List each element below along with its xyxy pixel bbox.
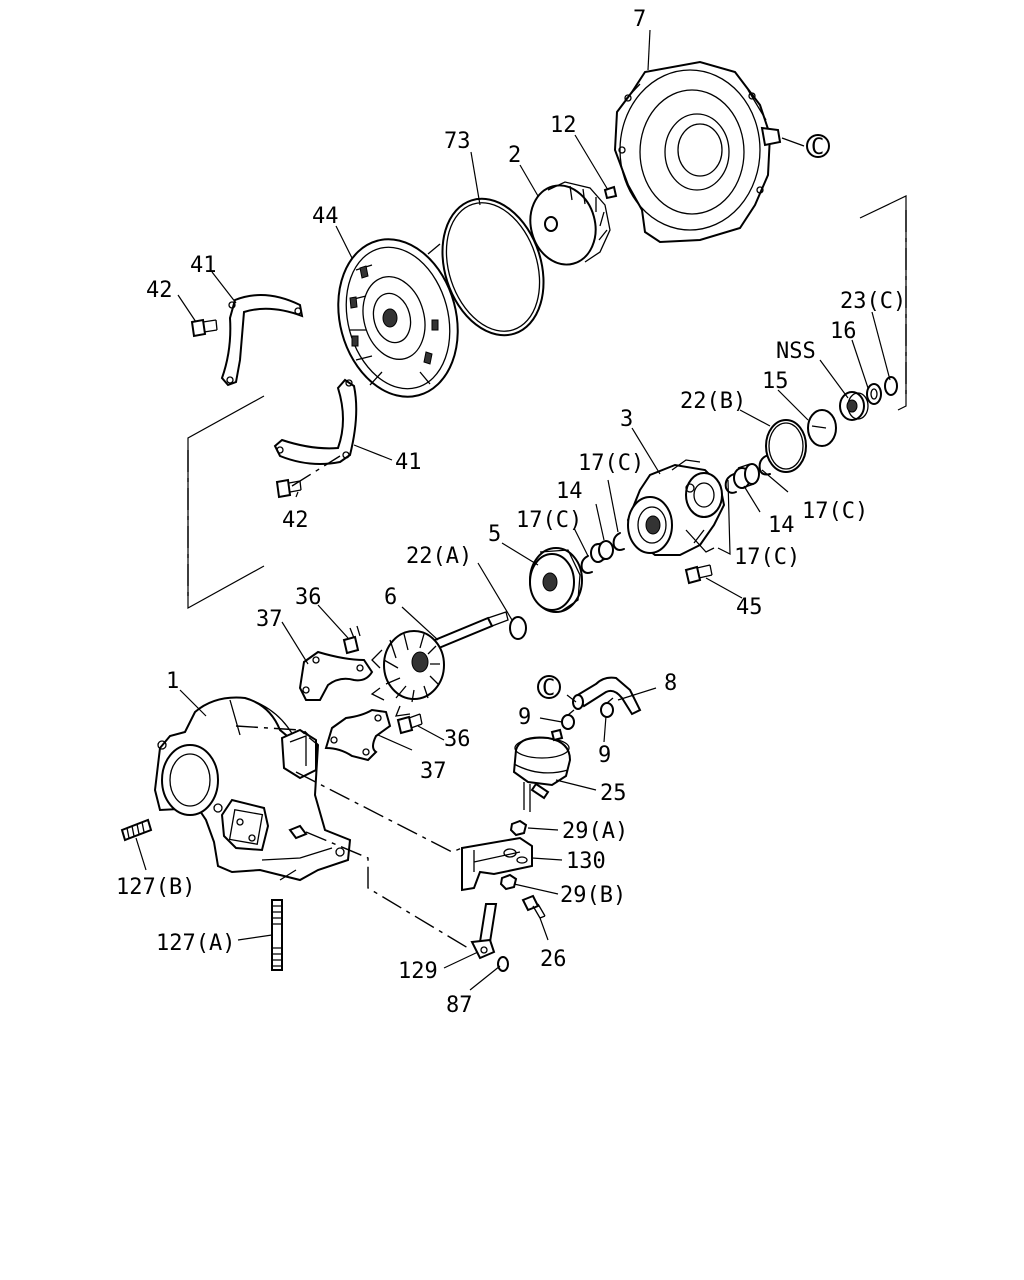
snap-ring-17c-right <box>758 455 771 476</box>
hose-clip-9-left <box>561 709 575 730</box>
o-ring-22a <box>509 616 527 640</box>
ref-c-label: C <box>542 676 555 701</box>
label-17c: 17(C) <box>516 508 582 533</box>
label-6: 6 <box>384 585 397 610</box>
label-42: 42 <box>282 508 309 533</box>
lock-plate-37-upper <box>298 650 374 701</box>
lock-plate-lower <box>273 378 358 465</box>
label-16: 16 <box>830 319 857 344</box>
nut-29b <box>499 873 518 891</box>
label-25: 25 <box>600 781 627 806</box>
label-26: 26 <box>540 947 567 972</box>
lock-plate-upper <box>220 294 304 387</box>
label-8: 8 <box>664 671 677 696</box>
actuator-bracket <box>461 836 533 892</box>
label-23c: 23(C) <box>840 289 906 314</box>
snap-ring-23c <box>884 376 898 396</box>
actuator-rod <box>470 903 498 960</box>
stud-127a <box>271 899 283 971</box>
bolt-26 <box>521 894 546 919</box>
turbine-housing <box>153 696 352 882</box>
thrust-collar <box>529 547 583 613</box>
o-ring-22b <box>765 419 807 473</box>
label-37: 37 <box>256 607 283 632</box>
label-37: 37 <box>420 759 447 784</box>
label-29b: 29(B) <box>560 883 626 908</box>
label-87: 87 <box>446 993 473 1018</box>
lock-plate-37-lower <box>324 708 392 762</box>
label-3: 3 <box>620 407 633 432</box>
ref-c-label: C <box>811 135 824 160</box>
label-129: 129 <box>398 959 438 984</box>
label-2: 2 <box>508 143 521 168</box>
label-12: 12 <box>550 113 577 138</box>
o-ring-seal <box>441 197 545 337</box>
label-41: 41 <box>190 253 217 278</box>
label-17c: 17(C) <box>802 499 868 524</box>
snap-ring-17c-left <box>612 532 625 551</box>
label-130: 130 <box>566 849 606 874</box>
bolt-36-upper <box>342 625 361 655</box>
compressor-wheel <box>529 181 618 266</box>
hose-clip-9-right <box>600 697 614 718</box>
label-22b: 22(B) <box>680 389 746 414</box>
label-42: 42 <box>146 278 173 303</box>
snap-ring-17c-lower <box>580 555 593 574</box>
nss-collar <box>839 391 869 421</box>
label-127b: 127(B) <box>116 875 195 900</box>
turbine-shaft-wheel <box>370 611 509 717</box>
wastegate-actuator <box>512 728 572 812</box>
hose-8 <box>572 676 642 716</box>
label-44: 44 <box>312 204 339 229</box>
bearing-14-left <box>590 540 614 563</box>
label-1: 1 <box>166 669 179 694</box>
nut-29a <box>509 819 528 837</box>
leader-lines <box>135 29 891 991</box>
label-14: 14 <box>768 513 795 538</box>
stud-127b <box>120 818 153 842</box>
label-9: 9 <box>598 743 611 768</box>
label-17c: 17(C) <box>578 451 644 476</box>
reference-c-marker: C <box>537 675 561 701</box>
part-labels: 7 73 12 2 44 41 42 41 42 23(C) 16 NSS 15… <box>116 7 906 1018</box>
label-22a: 22(A) <box>406 544 472 569</box>
label-nss: NSS <box>776 339 816 364</box>
label-36: 36 <box>444 727 471 752</box>
label-45: 45 <box>736 595 763 620</box>
bolt-36-lower <box>396 713 423 735</box>
label-5: 5 <box>488 522 501 547</box>
reference-c-marker: C <box>806 134 830 160</box>
label-14: 14 <box>556 479 583 504</box>
bearing-housing <box>626 459 726 556</box>
label-29a: 29(A) <box>562 819 628 844</box>
thrust-bearing-15 <box>807 409 837 447</box>
label-9: 9 <box>518 705 531 730</box>
clip-87 <box>497 956 509 972</box>
alignment-lines <box>235 455 469 949</box>
snap-ring-17c-mid <box>724 473 737 494</box>
label-41: 41 <box>395 450 422 475</box>
label-17c: 17(C) <box>734 545 800 570</box>
bolt-42-upper <box>190 318 218 338</box>
bolt-45 <box>684 564 713 585</box>
label-7: 7 <box>633 7 646 32</box>
label-127a: 127(A) <box>156 931 235 956</box>
compressor-housing <box>613 60 782 244</box>
ring-16 <box>866 383 882 405</box>
assembly-bracket-lines <box>187 195 907 610</box>
backplate <box>337 238 459 398</box>
bearing-14-right <box>733 463 760 489</box>
label-15: 15 <box>762 369 789 394</box>
label-73: 73 <box>444 129 471 154</box>
label-36: 36 <box>295 585 322 610</box>
